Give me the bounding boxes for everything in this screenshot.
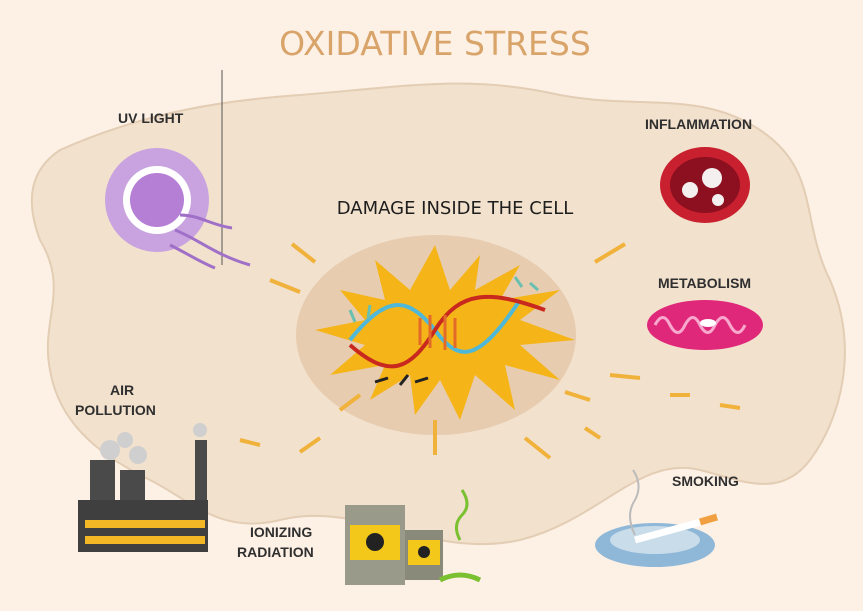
- air-pollution-label-line1: AIR: [110, 382, 134, 398]
- ashtray-cigarette-icon: [595, 469, 718, 567]
- title: OXIDATIVE STRESS: [279, 24, 591, 63]
- ionizing-label-line2: RADIATION: [237, 544, 314, 560]
- inflammation-label: INFLAMMATION: [645, 116, 752, 132]
- smoking-label: SMOKING: [672, 473, 739, 489]
- dna-helix: [348, 276, 546, 386]
- metabolism-label: METABOLISM: [658, 275, 751, 291]
- inflamed-tissue-icon: [660, 147, 750, 223]
- ionizing-label-line1: IONIZING: [250, 524, 312, 540]
- air-pollution-label-line2: POLLUTION: [75, 402, 156, 418]
- uv-light-label: UV LIGHT: [118, 110, 184, 126]
- center-label: DAMAGE INSIDE THE CELL: [337, 198, 574, 219]
- mitochondria-icon: [647, 300, 763, 350]
- uv-sun-icon: [105, 148, 251, 270]
- arrows: [239, 242, 741, 460]
- radioactive-barrels-icon: [345, 489, 482, 585]
- factory-icon: [78, 423, 208, 552]
